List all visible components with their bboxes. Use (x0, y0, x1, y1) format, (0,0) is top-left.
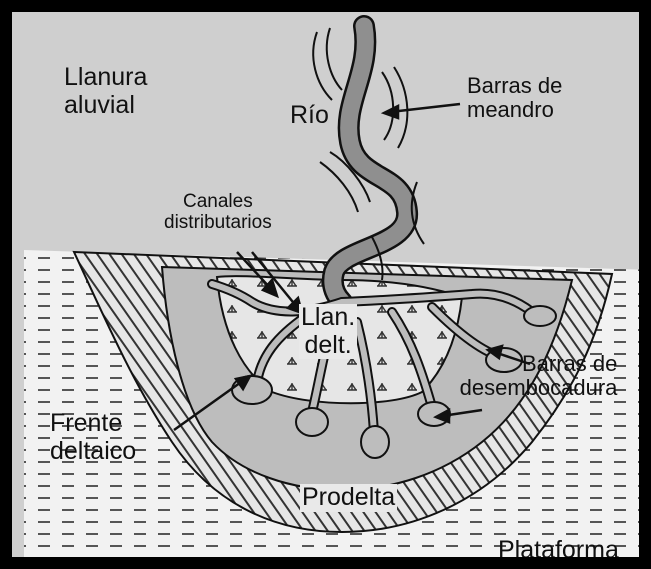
alluvial-plain (24, 24, 639, 264)
label-prodelta: Prodelta (300, 483, 398, 512)
label-frente-deltaico: Frente deltaico (50, 409, 137, 465)
label-llanura-deltaica: Llan. delt. (299, 303, 358, 359)
mouth-bars (231, 305, 557, 459)
label-canales-line1: Canales (183, 191, 253, 212)
label-desembocadura-line1: Barras de (522, 351, 618, 376)
meander-bar-arcs (312, 27, 425, 281)
label-delt-line2: delt. (299, 331, 358, 359)
label-llanura-line1: Llanura (64, 63, 148, 91)
label-barras-meandro-line2: meandro (467, 97, 554, 123)
label-llan-line1: Llan. (299, 303, 358, 332)
label-desembocadura-line2: desembocadura (459, 375, 618, 401)
label-barras-desembocadura: Barras de desembocadura (452, 351, 618, 401)
pointer-arrows (173, 102, 531, 432)
label-barras-meandro: Barras de meandro (467, 73, 563, 123)
label-frente-line2: deltaico (50, 436, 137, 465)
label-frente-line1: Frente (50, 409, 123, 437)
label-rio: Río (288, 101, 331, 130)
label-canales-line2: distributarios (164, 211, 272, 233)
label-llanura-line2: aluvial (64, 90, 135, 119)
label-canales-distributarios: Canales distributarios (164, 191, 272, 234)
label-barras-meandro-line1: Barras de (467, 73, 563, 98)
label-plataforma: Plataforma (498, 536, 619, 564)
label-llanura-aluvial: Llanura aluvial (64, 63, 148, 119)
